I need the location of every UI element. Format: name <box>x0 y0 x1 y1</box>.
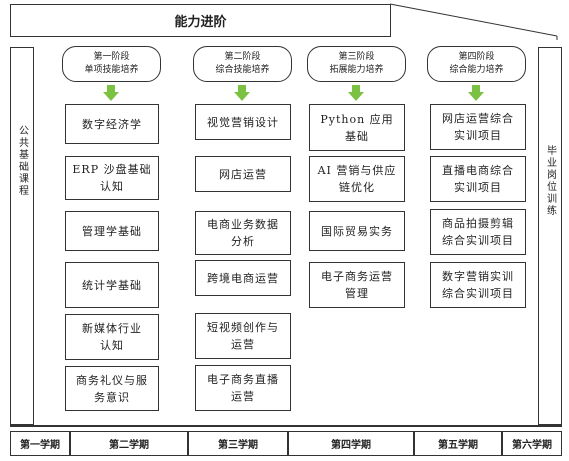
course-line: 基础 <box>344 129 369 143</box>
header-title-box: 能力进阶 <box>10 4 391 37</box>
course-box: 电商业务数据分析 <box>195 211 291 255</box>
course-line: 运营 <box>231 338 255 351</box>
stage-3-header: 第三阶段 拓展能力培养 <box>307 46 406 82</box>
course-line: 短视频创作与 <box>207 321 279 334</box>
course-line: 商务礼仪与服 <box>76 373 148 387</box>
semester-2: 第二学期 <box>70 431 188 456</box>
course-line: 认知 <box>100 339 124 352</box>
course-line: 电子商务直播 <box>207 373 279 386</box>
course-line: 统计学基础 <box>82 278 142 292</box>
course-box: 跨境电商运营 <box>195 260 291 296</box>
course-line: 商品拍摄剪辑 <box>442 217 514 230</box>
course-box: 视觉营销设计 <box>195 104 291 140</box>
public-foundation-label: 公共基础课程 <box>16 125 28 197</box>
course-line: 实训项目 <box>454 129 502 142</box>
course-box: 商务礼仪与服务意识 <box>65 366 159 411</box>
semester-4: 第四学期 <box>288 431 414 456</box>
semester-6: 第六学期 <box>502 431 562 456</box>
stage-4-subtitle: 综合能力培养 <box>449 65 504 75</box>
stage-1-header: 第一阶段 单项技能培养 <box>62 46 161 82</box>
course-box: 网店运营综合实训项目 <box>430 104 526 150</box>
course-box: 管理学基础 <box>65 211 159 251</box>
semester-label: 第三学期 <box>218 440 258 451</box>
semester-5: 第五学期 <box>414 431 502 456</box>
stage-4-arrow-icon <box>468 85 484 101</box>
course-box: AI 营销与供应链优化 <box>309 156 405 202</box>
course-line: 数字营销实训 <box>442 270 514 283</box>
course-line: 综合实训项目 <box>442 287 514 300</box>
stage-4-title: 第四阶段 <box>458 52 495 62</box>
course-line: 电商业务数据 <box>207 218 279 231</box>
graduation-training-column: 毕业岗位训练 <box>538 47 562 425</box>
course-line: 实训项目 <box>454 181 502 194</box>
course-line: 管理 <box>345 287 369 300</box>
semester-label: 第二学期 <box>109 440 149 451</box>
course-box: 国际贸易实务 <box>309 211 405 251</box>
semester-bar-top-rule <box>10 425 562 427</box>
semester-label: 第一学期 <box>20 440 60 451</box>
course-line: 分析 <box>231 235 255 248</box>
course-line: 视觉营销设计 <box>207 115 279 129</box>
course-box: 网店运营 <box>195 156 291 192</box>
course-line: 网店运营综合 <box>442 112 514 125</box>
course-line: 链优化 <box>338 181 375 194</box>
course-line: 认知 <box>100 180 124 193</box>
header-title: 能力进阶 <box>174 15 227 30</box>
course-box: 直播电商综合实训项目 <box>430 156 526 202</box>
stage-2-header: 第二阶段 综合技能培养 <box>193 46 292 82</box>
course-box: 短视频创作与运营 <box>195 313 291 359</box>
course-box: 电子商务直播运营 <box>195 365 291 411</box>
header-banner <box>389 3 558 40</box>
course-line: 综合实训项目 <box>442 234 514 247</box>
semester-label: 第六学期 <box>512 440 552 451</box>
course-box: 数字经济学 <box>65 104 159 144</box>
course-line: 务意识 <box>94 390 130 404</box>
course-box: 电子商务运营管理 <box>309 262 405 308</box>
stage-1-title: 第一阶段 <box>93 52 130 62</box>
course-line: 数字经济学 <box>82 117 142 131</box>
course-line: 直播电商综合 <box>442 164 514 177</box>
stage-1-subtitle: 单项技能培养 <box>84 65 139 75</box>
course-box: 新媒体行业认知 <box>65 314 159 360</box>
course-line: 电子商务运营 <box>321 270 393 283</box>
stage-3-subtitle: 拓展能力培养 <box>329 65 384 75</box>
stage-2-title: 第二阶段 <box>224 52 261 62</box>
course-line: 管理学基础 <box>82 224 142 238</box>
course-line: ERP 沙盘基础 <box>72 163 152 176</box>
stage-1-arrow-icon <box>103 85 119 101</box>
graduation-training-label: 毕业岗位训练 <box>544 145 556 217</box>
course-line: AI 营销与供应 <box>317 164 397 177</box>
course-line: 新媒体行业 <box>82 322 142 335</box>
stage-2-arrow-icon <box>234 85 250 101</box>
course-box: 商品拍摄剪辑综合实训项目 <box>430 209 526 255</box>
course-line: 跨境电商运营 <box>207 271 279 285</box>
semester-1: 第一学期 <box>10 431 70 456</box>
course-box: Python 应用基础 <box>309 104 405 151</box>
stage-3-arrow-icon <box>348 85 364 101</box>
public-foundation-column: 公共基础课程 <box>10 47 34 425</box>
course-line: Python 应用 <box>320 112 394 126</box>
course-line: 运营 <box>231 390 255 403</box>
stage-3-title: 第三阶段 <box>338 52 375 62</box>
course-box: 数字营销实训综合实训项目 <box>430 262 526 308</box>
semester-3: 第三学期 <box>188 431 288 456</box>
course-line: 国际贸易实务 <box>321 224 393 238</box>
course-box: ERP 沙盘基础认知 <box>65 156 159 200</box>
course-line: 网店运营 <box>219 167 267 181</box>
semester-label: 第四学期 <box>331 440 371 451</box>
semester-label: 第五学期 <box>438 440 478 451</box>
stage-4-header: 第四阶段 综合能力培养 <box>427 46 526 82</box>
stage-2-subtitle: 综合技能培养 <box>215 65 270 75</box>
course-box: 统计学基础 <box>65 262 159 308</box>
